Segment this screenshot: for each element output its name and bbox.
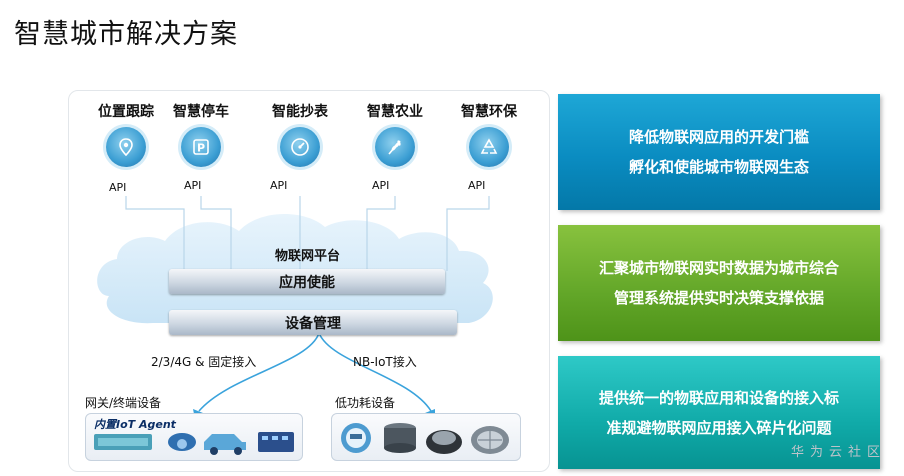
api-label: API	[109, 181, 127, 194]
low-power-devices-illustration	[341, 423, 509, 454]
panel-line: 准规避物联网应用接入碎片化问题	[606, 418, 832, 437]
iot-platform-title: 物联网平台	[275, 249, 341, 264]
app-label: 位置跟踪	[98, 104, 154, 120]
cellular-fixed-access-label: 2/3/4G & 固定接入	[151, 355, 257, 369]
page-title: 智慧城市解决方案	[14, 19, 238, 50]
arrow-right-connection	[318, 332, 432, 412]
api-label: API	[184, 179, 202, 192]
meter-gauge-icon	[280, 127, 320, 167]
gateway-module-icon	[94, 434, 152, 450]
watermark: 华为云社区	[790, 445, 886, 460]
app-smart-meter: 智能抄表	[250, 101, 350, 167]
gateway-devices-box: 内置IoT Agent	[85, 413, 303, 461]
device-management-bar: 设备管理	[169, 310, 457, 335]
value-panel-ecosystem: 降低物联网应用的开发门槛 孵化和使能城市物联网生态	[558, 94, 880, 210]
nb-iot-access-label: NB-IoT接入	[353, 355, 417, 369]
value-panel-standards: 提供统一的物联应用和设备的接入标 准规避物联网应用接入碎片化问题	[558, 356, 880, 469]
app-label: 智慧农业	[367, 104, 423, 120]
panel-line: 降低物联网应用的开发门槛	[628, 128, 809, 146]
panel-line: 孵化和使能城市物联网生态	[628, 158, 809, 176]
api-label: API	[270, 179, 288, 192]
arrow-left-connection	[198, 332, 320, 412]
iot-agent-label: 内置IoT Agent	[94, 418, 176, 431]
api-label: API	[372, 179, 390, 192]
api-line-2	[200, 196, 232, 271]
architecture-diagram: 位置跟踪 智慧停车 P 智能抄表 智慧农业 智慧环保 API API API A…	[68, 90, 550, 472]
low-power-devices-label: 低功耗设备	[335, 396, 396, 410]
app-smart-parking: 智慧停车 P	[151, 101, 251, 167]
app-smart-environment: 智慧环保	[439, 101, 539, 167]
cloud-shape	[97, 213, 493, 324]
manhole-sensor-icon	[471, 426, 509, 454]
app-enablement-bar: 应用使能	[169, 269, 445, 294]
app-label: 智慧停车	[173, 104, 229, 120]
parking-icon: P	[181, 127, 221, 167]
svg-text:P: P	[197, 142, 205, 155]
panel-line: 管理系统提供实时决策支撑依据	[613, 289, 824, 307]
parking-sensor-icon	[426, 430, 462, 454]
api-line-5	[446, 196, 490, 271]
app-label: 智能抄表	[272, 104, 328, 120]
api-line-1	[125, 196, 185, 271]
api-line-4	[366, 196, 396, 271]
wheat-icon	[375, 127, 415, 167]
car-icon	[204, 434, 246, 455]
panel-line: 提供统一的物联应用和设备的接入标	[598, 388, 839, 407]
gateway-devices-label: 网关/终端设备	[85, 396, 162, 410]
gateway-devices-illustration	[94, 432, 294, 455]
api-label: API	[468, 179, 486, 192]
value-panel-data: 汇聚城市物联网实时数据为城市综合 管理系统提供实时决策支撑依据	[558, 225, 880, 341]
water-meter-icon	[341, 423, 371, 453]
app-label: 智慧环保	[461, 104, 517, 120]
terminal-box-icon	[258, 432, 294, 452]
app-smart-agriculture: 智慧农业	[345, 101, 445, 167]
location-icon	[106, 127, 146, 167]
low-power-devices-box	[331, 413, 521, 461]
recycle-icon	[469, 127, 509, 167]
panel-line: 汇聚城市物联网实时数据为城市综合	[598, 259, 839, 277]
diagram-graphics	[97, 196, 493, 419]
camera-dome-icon	[168, 433, 196, 451]
sensor-cylinder-icon	[384, 423, 416, 453]
app-location-tracking: 位置跟踪	[76, 101, 176, 167]
